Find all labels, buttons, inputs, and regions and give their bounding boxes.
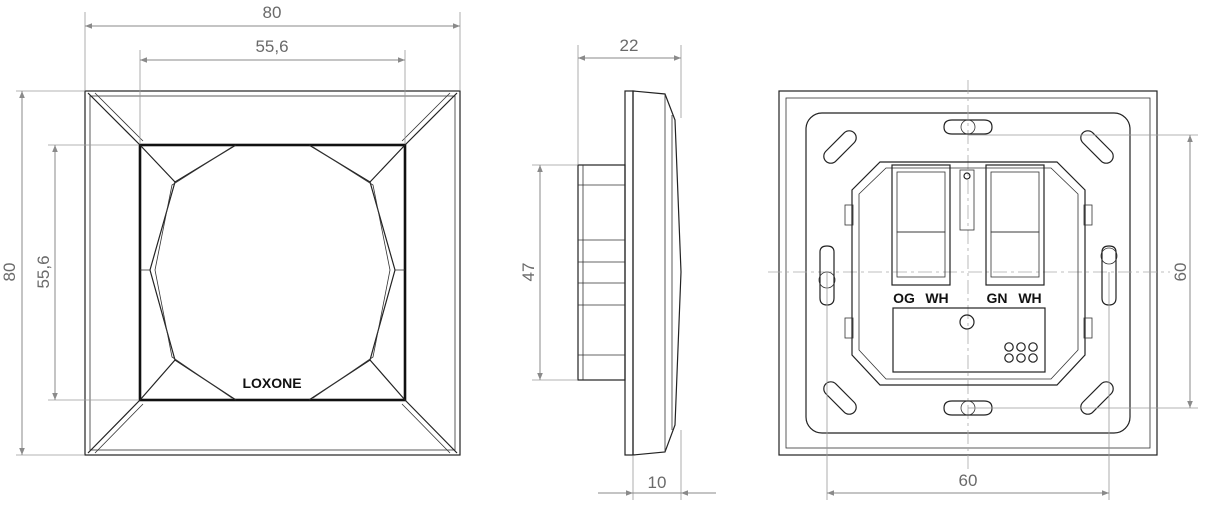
dim-width-inner: 55,6 — [255, 37, 288, 56]
dim-depth: 22 — [620, 36, 639, 55]
module-housing — [844, 161, 1093, 386]
corner-slots — [823, 130, 1114, 415]
dim-height-outer: 80 — [0, 263, 19, 282]
terminal-label-wh-left: WH — [925, 290, 948, 306]
keyhole-right — [1100, 245, 1118, 306]
dim-cover-thickness: 10 — [648, 473, 667, 492]
front-view: LOXONE 80 55,6 80 55,6 — [0, 3, 461, 456]
brand-logo-text: LOXONE — [242, 375, 301, 391]
side-view: 22 47 10 — [519, 36, 716, 500]
terminal-label-wh-right: WH — [1018, 290, 1041, 306]
dim-hole-spacing-horizontal: 60 — [959, 471, 978, 490]
dim-height-inner: 55,6 — [34, 255, 53, 288]
dim-module-height: 47 — [519, 263, 538, 282]
dim-width-outer: 80 — [263, 3, 282, 22]
keyhole-top — [943, 119, 993, 135]
dim-hole-spacing-vertical: 60 — [1171, 263, 1190, 282]
terminal-label-gn: GN — [987, 290, 1008, 306]
led-dots — [1004, 342, 1038, 363]
terminal-label-og: OG — [893, 290, 915, 306]
back-view: OG WH GN WH 60 60 — [768, 80, 1198, 500]
